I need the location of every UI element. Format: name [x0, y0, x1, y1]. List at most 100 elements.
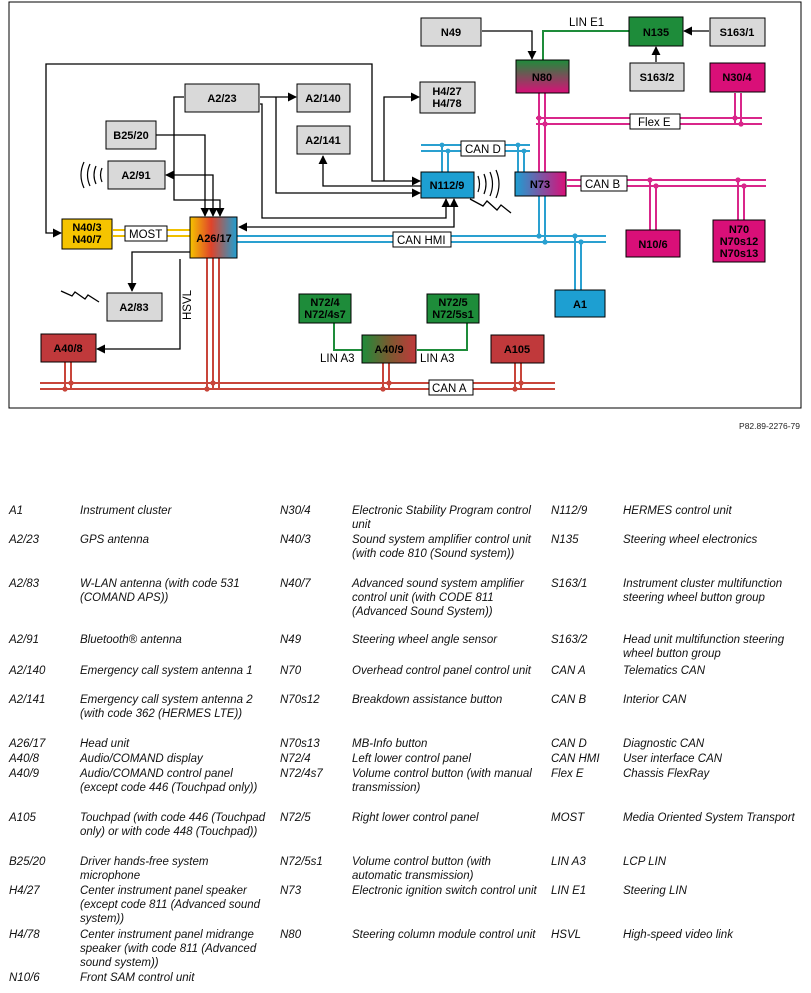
- a26-17-box: [189, 216, 238, 259]
- s163-1-label: S163/1: [720, 27, 755, 39]
- legend-description: Emergency call system antenna 1: [80, 665, 253, 677]
- radio-link-icon: [469, 198, 512, 214]
- n72-5s1-label: N72/5s1: [432, 309, 474, 321]
- n80-label: N80: [532, 72, 552, 84]
- legend-description: Advanced sound system amplifier control …: [352, 578, 524, 618]
- n72-5-label: N72/5: [438, 297, 467, 309]
- legend-description: Interior CAN: [623, 694, 687, 706]
- legend-code: Flex E: [551, 768, 584, 780]
- legend-code: S163/2: [551, 634, 588, 646]
- flex-e-tag: [629, 113, 681, 130]
- a1-box: [554, 289, 606, 318]
- s163-2-label: S163/2: [640, 72, 675, 84]
- n70s13-label: N70s13: [720, 248, 759, 260]
- legend-description: High-speed video link: [623, 929, 733, 941]
- legend-code: N10/6: [9, 972, 40, 984]
- legend-description: Steering wheel electronics: [623, 534, 758, 546]
- legend-description: Telematics CAN: [623, 665, 706, 677]
- legend-description: Breakdown assistance button: [352, 694, 503, 706]
- a2-23-box: [184, 83, 260, 113]
- legend-description: Volume control button (with automatic tr…: [352, 856, 491, 882]
- most-tag: [124, 225, 168, 242]
- a2-141-box: [296, 125, 351, 155]
- lin-e1-link: [542, 30, 629, 60]
- legend-code: H4/27: [9, 885, 40, 897]
- legend-code: N72/4s7: [280, 768, 323, 780]
- legend-description: MB-Info button: [352, 738, 428, 750]
- n73-box: [514, 171, 567, 197]
- legend-description: Steering column module control unit: [352, 929, 536, 941]
- can-a-label: CAN A: [432, 383, 467, 395]
- legend-description: Left lower control panel: [352, 753, 471, 765]
- n70s12-label: N70s12: [720, 236, 759, 248]
- can-d-tag: [460, 140, 506, 157]
- legend-code: CAN B: [551, 694, 587, 706]
- legend-description: Diagnostic CAN: [623, 738, 705, 750]
- legend-description: Audio/COMAND control panel (except code …: [80, 768, 258, 794]
- a2-140-label: A2/140: [305, 93, 340, 105]
- legend-description: Right lower control panel: [352, 812, 479, 824]
- legend-description: W-LAN antenna (with code 531 (COMAND APS…: [80, 578, 240, 604]
- can-hmi-tag: [392, 231, 452, 248]
- legend-code: N30/4: [280, 505, 311, 517]
- n135-box: [628, 16, 684, 47]
- b25-20-box: [105, 120, 157, 150]
- legend-description: Steering wheel angle sensor: [352, 634, 498, 646]
- legend-code: A2/23: [9, 534, 40, 546]
- n72-4-box: [298, 293, 352, 324]
- lin-a3-right-label: LIN A3: [420, 353, 455, 365]
- n112-9-label: N112/9: [430, 180, 465, 192]
- a105-box: [490, 334, 545, 364]
- flex-e-label: Flex E: [638, 117, 671, 129]
- legend-description: Chassis FlexRay: [623, 768, 710, 780]
- can-b-label: CAN B: [585, 179, 620, 191]
- n30-4-label: N30/4: [722, 72, 752, 84]
- a2-83-label: A2/83: [119, 302, 148, 314]
- a2-140-box: [296, 83, 351, 113]
- legend-description: Bluetooth® antenna: [80, 634, 182, 646]
- legend-code: N72/5s1: [280, 856, 323, 868]
- lin-e1-label: LIN E1: [569, 17, 604, 29]
- legend-description: Driver hands-free system microphone: [80, 856, 209, 882]
- legend-code: A2/91: [9, 634, 40, 646]
- can-a-tag: [428, 379, 474, 396]
- legend-code: CAN A: [551, 665, 586, 677]
- n80-box: [515, 59, 570, 94]
- legend-code: A2/83: [9, 578, 40, 590]
- legend-description: GPS antenna: [80, 534, 150, 546]
- legend-description: Instrument cluster: [80, 505, 172, 517]
- legend-code: A2/141: [9, 694, 46, 706]
- legend-description: User interface CAN: [623, 753, 723, 765]
- legend-description: Electronic Stability Program control uni…: [352, 505, 531, 531]
- legend-code: LIN A3: [551, 856, 586, 868]
- most-label: MOST: [129, 229, 162, 241]
- legend-description: Audio/COMAND display: [80, 753, 203, 765]
- legend-code: A26/17: [9, 738, 46, 750]
- n73-label: N73: [530, 179, 550, 191]
- legend-code: N40/7: [280, 578, 311, 590]
- figure-id: P82.89-2276-79: [739, 421, 800, 431]
- a40-8-box: [40, 333, 97, 363]
- n30-4-box: [709, 62, 766, 93]
- legend-code: A105: [9, 812, 36, 824]
- n40-3-label: N40/3: [72, 222, 101, 234]
- legend-code: N70: [280, 665, 302, 677]
- legend-code: A1: [9, 505, 24, 517]
- n112-signal-icon: [477, 169, 500, 199]
- legend-description: Sound system amplifier control unit (wit…: [352, 534, 531, 560]
- legend-code: MOST: [551, 812, 585, 824]
- can-b-tag: [580, 175, 628, 192]
- a2-91-box: [107, 160, 166, 190]
- n72-4-label: N72/4: [310, 297, 340, 309]
- legend-code: A2/140: [9, 665, 46, 677]
- legend-description: Center instrument panel midrange speaker…: [80, 929, 257, 969]
- n112-9-box: [420, 171, 475, 199]
- a2-83-box: [106, 292, 163, 322]
- legend-code: N49: [280, 634, 302, 646]
- n70-box: [712, 219, 766, 263]
- n10-6-box: [625, 229, 681, 258]
- legend-code: H4/78: [9, 929, 40, 941]
- n72-4s7-label: N72/4s7: [304, 309, 346, 321]
- h4-box: [419, 81, 476, 114]
